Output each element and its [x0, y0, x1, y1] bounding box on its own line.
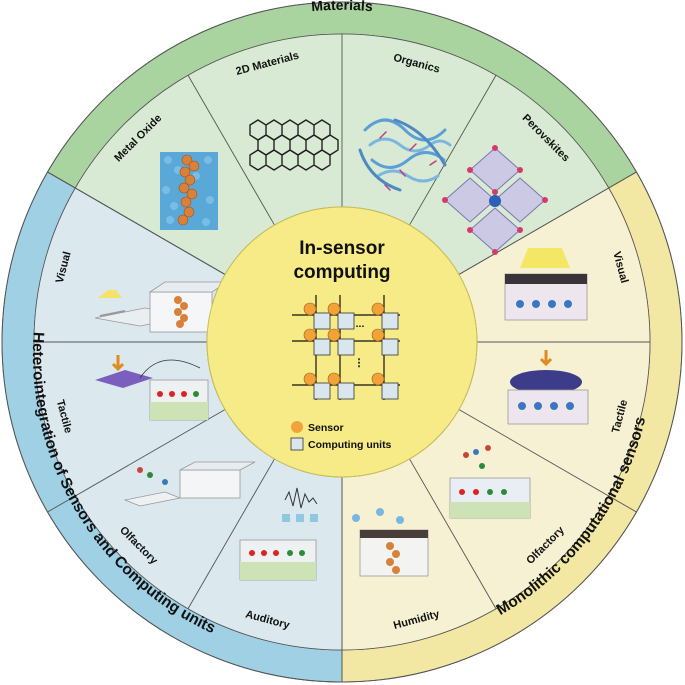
sector-divider: [47, 409, 226, 513]
computing-unit: [337, 382, 355, 400]
mono-visual-illustration: [504, 248, 588, 321]
legend-computing-label: Computing units: [308, 439, 392, 451]
grid-ellipsis-vertical: ⋮: [354, 357, 365, 369]
computing-unit: [337, 338, 355, 356]
mono-olfactory-illustration: [449, 445, 531, 519]
sector-divider: [409, 458, 497, 609]
mono-humidity-illustration: [352, 508, 429, 577]
sensor-dot: [371, 302, 385, 316]
grid-ellipsis-horizontal: ...: [356, 318, 365, 330]
hetero-tactile-illustration: [95, 355, 209, 421]
core-legend: Sensor Computing units: [290, 421, 392, 451]
legend-sensor-dot: [291, 421, 303, 433]
computing-unit: [313, 338, 331, 356]
computing-unit: [337, 312, 355, 330]
perovskites-illustration: [442, 145, 548, 255]
computing-unit: [313, 382, 331, 400]
sensor-dot: [303, 328, 317, 342]
sector-divider: [409, 75, 497, 226]
hetero-visual-illustration: [94, 281, 229, 333]
sensor-array-grid: ... ⋮: [292, 295, 400, 400]
sensor-dot: [327, 328, 341, 342]
hetero-auditory-illustration: [239, 487, 318, 581]
sector-divider: [187, 75, 275, 226]
2d-materials-illustration: [249, 119, 339, 171]
metal-oxide-illustration: [160, 152, 218, 230]
sector-divider: [47, 171, 226, 275]
computing-unit: [381, 312, 399, 330]
legend-computing-box: [290, 437, 304, 451]
materials-title: Materials: [311, 0, 374, 14]
core-title-line2: computing: [293, 262, 390, 283]
sensor-dot: [371, 372, 385, 386]
core-title-line1: In-sensor: [299, 238, 385, 259]
sector-divider: [187, 458, 275, 609]
sector-divider: [458, 409, 637, 513]
hetero-olfactory-illustration: [123, 461, 256, 507]
mono-tactile-illustration: [507, 350, 589, 425]
legend-sensor-label: Sensor: [308, 422, 344, 434]
computing-unit: [381, 338, 399, 356]
sensor-dot: [371, 328, 385, 342]
computing-unit: [313, 312, 331, 330]
sensor-dot: [327, 372, 341, 386]
computing-unit: [381, 382, 399, 400]
organics-illustration: [358, 118, 452, 192]
sector-divider: [458, 171, 637, 275]
sensor-dot: [327, 302, 341, 316]
sensor-dot: [303, 302, 317, 316]
sensor-dot: [303, 372, 317, 386]
